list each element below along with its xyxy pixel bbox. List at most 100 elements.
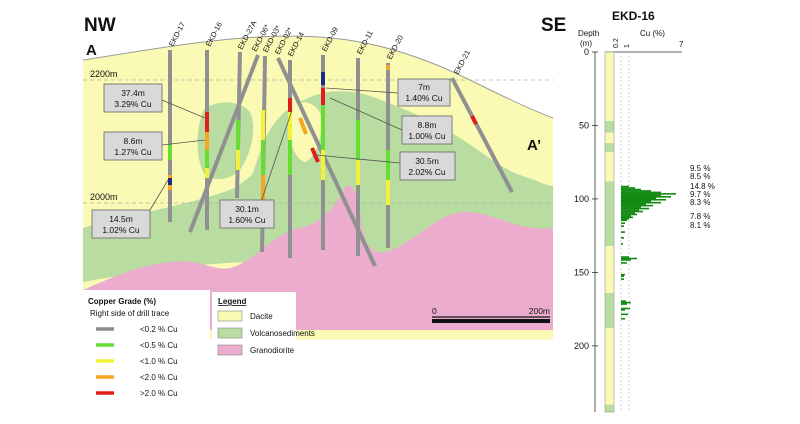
log-grade-callout: 8.5 % <box>690 172 710 181</box>
log-lithology-interval <box>605 143 614 152</box>
direction-se: SE <box>541 15 566 36</box>
log-cu-bar <box>621 237 624 239</box>
log-cu-bar <box>621 307 630 310</box>
intercept-callout-6: 8.8m 1.00% Cu <box>401 115 453 145</box>
log-scale-tick-2: 7 <box>679 40 684 49</box>
log-cu-bar <box>621 218 629 220</box>
log-cu-bar <box>621 225 624 228</box>
log-cu-label: Cu (%) <box>640 29 665 38</box>
log-cu-bar <box>621 207 649 210</box>
scale-end: 200m <box>529 306 550 316</box>
log-cu-bar <box>621 190 651 192</box>
log-cu-bar <box>621 191 661 194</box>
log-cu-bar <box>621 303 627 305</box>
log-depth-tick-label: 200 <box>574 341 589 351</box>
intercept-grade: 2.02% Cu <box>408 167 446 177</box>
log-cu-bar <box>621 212 635 214</box>
log-cu-bar <box>621 215 631 217</box>
topography-line <box>82 35 554 119</box>
intercept-grade: 1.00% Cu <box>408 131 446 141</box>
copper-grade-legend: Copper Grade (%) Right side of drill tra… <box>83 290 210 419</box>
log-depth-label: Depth <box>578 29 599 38</box>
log-depth-tick-label: 150 <box>574 267 589 277</box>
log-lithology-interval <box>605 121 614 133</box>
grade-legend-label: <2.0 % Cu <box>140 373 178 382</box>
rock-legend-label: Granodiorite <box>250 346 295 355</box>
log-cu-bar <box>621 188 641 191</box>
log-cu-bar <box>621 300 626 302</box>
grade-legend-label: >2.0 % Cu <box>140 389 178 398</box>
log-lithology-interval <box>605 52 614 122</box>
log-grade-callout: 14.8 % <box>690 182 715 191</box>
log-scale-tick-0: 0.2 <box>613 38 620 48</box>
log-cu-bar <box>621 194 661 197</box>
log-lithology-interval <box>605 151 614 182</box>
cross-section: 37.4m 3.29% Cu 8.6m 1.27% Cu 14.5m 1.02%… <box>82 15 566 341</box>
scale-start: 0 <box>432 306 437 316</box>
log-grade-callout: 8.1 % <box>690 221 710 230</box>
log-cu-bar <box>621 273 625 276</box>
grade-legend-label: <0.5 % Cu <box>140 341 178 350</box>
drill-trace-ekd-21 <box>450 77 514 193</box>
log-lithology-interval <box>605 292 614 329</box>
log-cu-bar <box>621 185 629 188</box>
log-cu-bar <box>621 210 643 213</box>
log-grade-callout: 8.3 % <box>690 198 710 207</box>
log-grade-callout: 7.8 % <box>690 212 710 221</box>
drill-trace-ekd-06 <box>188 54 260 233</box>
rock-legend-title: Legend <box>218 297 247 306</box>
intercept-callout-4: 30.1m 1.60% Cu <box>219 199 275 229</box>
log-scale-tick-1: 1 <box>624 44 631 48</box>
log-depth-unit: (m) <box>580 39 592 48</box>
intercept-length: 8.8m <box>418 120 437 130</box>
log-cu-bar <box>621 193 676 195</box>
section-point-a-prime: A’ <box>527 137 541 154</box>
log-cu-bar <box>621 216 633 219</box>
intercept-length: 7m <box>418 82 430 92</box>
log-cu-bar <box>621 243 623 245</box>
log-cu-bar <box>621 206 641 208</box>
log-lithology-interval <box>605 328 614 405</box>
log-grade-callout: 9.7 % <box>690 190 710 199</box>
intercept-length: 8.6m <box>124 136 143 146</box>
log-depth-tick-label: 0 <box>584 47 589 57</box>
intercept-grade: 3.29% Cu <box>114 99 152 109</box>
intercept-callout-2: 8.6m 1.27% Cu <box>103 131 163 161</box>
log-cu-bar <box>621 309 625 311</box>
intercept-grade: 1.60% Cu <box>228 215 266 225</box>
log-cu-bar <box>621 197 656 200</box>
log-grade-callout: 9.5 % <box>690 164 710 173</box>
log-cu-bar <box>621 262 627 264</box>
intercept-length: 14.5m <box>109 214 133 224</box>
log-cu-bar <box>621 209 639 211</box>
rock-legend-label: Dacite <box>250 312 273 321</box>
intercept-callout-5: 7m 1.40% Cu <box>397 78 451 107</box>
log-cu-bar <box>621 203 646 205</box>
log-cu-bar <box>621 301 631 304</box>
direction-nw: NW <box>84 15 116 36</box>
log-cu-bar <box>621 313 628 316</box>
callout-leaders <box>149 87 403 211</box>
log-lithology-interval <box>605 181 614 246</box>
log-cu-bar <box>621 196 671 198</box>
log-depth-tick-label: 50 <box>579 120 589 130</box>
log-lithology-interval <box>605 404 614 412</box>
log-cu-bar <box>621 259 631 261</box>
log-cu-bar <box>621 219 627 222</box>
log-lithology-column <box>604 51 615 413</box>
intercept-grade: 1.02% Cu <box>102 225 140 235</box>
intercept-callout-3: 14.5m 1.02% Cu <box>91 209 151 239</box>
log-cu-bar <box>621 257 637 260</box>
log-lithology-interval <box>605 245 614 293</box>
log-title: EKD-16 <box>612 9 655 23</box>
grade-legend-subtitle: Right side of drill trace <box>90 309 170 318</box>
log-cu-bar <box>621 256 629 258</box>
log-cu-bar <box>621 198 666 201</box>
intercept-callout-7: 30.5m 2.02% Cu <box>399 151 456 181</box>
intercept-callout-1: 37.4m 3.29% Cu <box>103 83 163 113</box>
log-cu-bar <box>621 204 653 207</box>
log-cu-bar <box>621 213 637 216</box>
intercept-callouts: 37.4m 3.29% Cu 8.6m 1.27% Cu 14.5m 1.02%… <box>91 78 456 239</box>
intercept-length: 30.1m <box>235 204 259 214</box>
